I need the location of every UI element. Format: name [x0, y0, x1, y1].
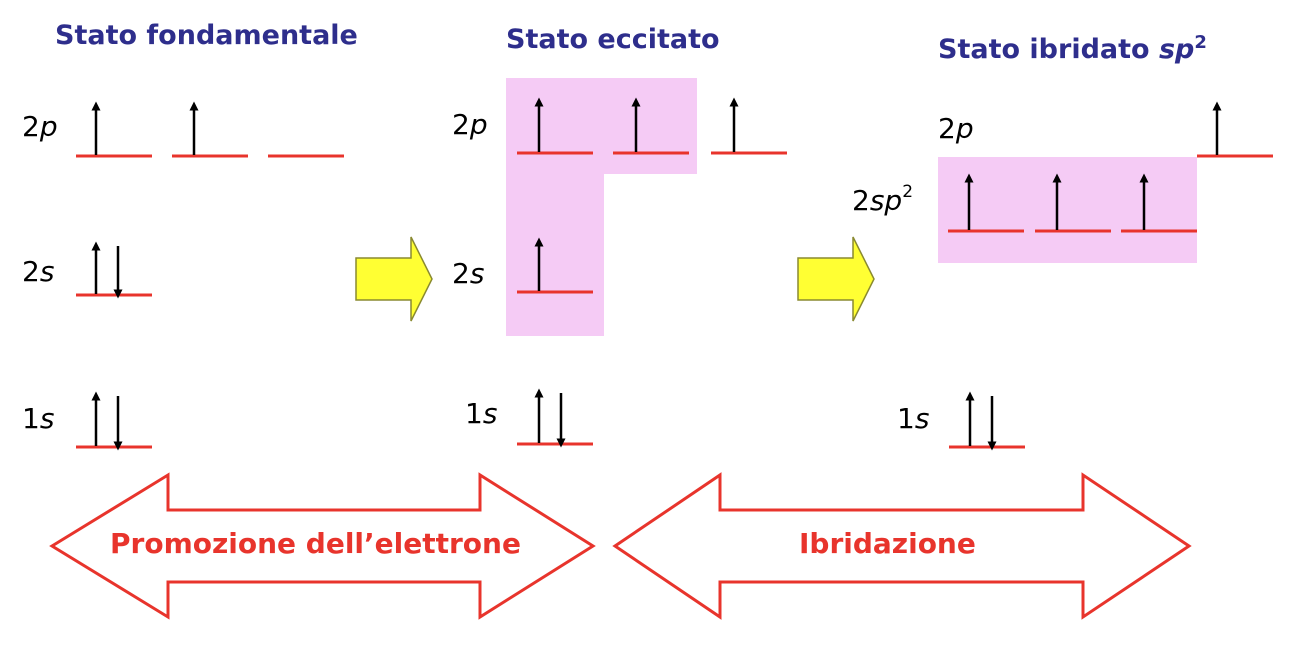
- excited-highlight-region: [506, 78, 697, 336]
- label-sym: sp: [869, 184, 903, 217]
- promotion-label: Promozione dell’elettrone: [110, 527, 521, 560]
- label-hybrid-1s: 1s: [897, 405, 929, 433]
- label-num: 2: [452, 257, 470, 290]
- label-sym: p: [469, 108, 488, 141]
- promotion-double-arrow: [49, 472, 596, 620]
- label-excited-2p: 2p: [452, 111, 488, 139]
- label-sym: s: [39, 402, 55, 435]
- label-sup: 2: [902, 182, 914, 202]
- label-ground-2p: 2p: [22, 113, 58, 141]
- label-hybrid-2p: 2p: [938, 115, 974, 143]
- label-num: 2: [452, 108, 470, 141]
- label-sym: p: [955, 112, 974, 145]
- energy-levels: [76, 151, 1273, 449]
- hybridization-double-arrow: [612, 472, 1192, 620]
- hybrid-highlight-region: [938, 157, 1197, 263]
- label-ground-2s: 2s: [22, 258, 54, 286]
- label-hybrid-sp2: 2sp2: [852, 184, 913, 217]
- label-excited-2s: 2s: [452, 260, 484, 288]
- hybridization-label: Ibridazione: [799, 527, 976, 560]
- label-num: 1: [897, 402, 915, 435]
- label-num: 1: [465, 397, 483, 430]
- title-hybrid-italic: sp: [1158, 34, 1195, 65]
- title-ground-state: Stato fondamentale: [55, 20, 358, 51]
- label-num: 2: [852, 184, 870, 217]
- label-num: 2: [22, 255, 40, 288]
- title-excited-state: Stato eccitato: [506, 24, 720, 55]
- label-ground-1s: 1s: [22, 405, 54, 433]
- electron-arrows: [91, 97, 1222, 451]
- label-excited-1s: 1s: [465, 400, 497, 428]
- transition-arrow-excited-to-hybrid: [797, 236, 875, 322]
- title-hybrid-prefix: Stato ibridato: [938, 34, 1159, 65]
- label-sym: s: [39, 255, 55, 288]
- label-num: 2: [22, 110, 40, 143]
- label-sym: s: [482, 397, 498, 430]
- label-num: 1: [22, 402, 40, 435]
- label-num: 2: [938, 112, 956, 145]
- transition-arrow-ground-to-excited: [355, 236, 433, 322]
- label-sym: s: [469, 257, 485, 290]
- label-sym: p: [39, 110, 58, 143]
- title-hybrid-state: Stato ibridato sp2: [938, 32, 1207, 65]
- label-sym: s: [914, 402, 930, 435]
- title-hybrid-sup: 2: [1194, 32, 1207, 53]
